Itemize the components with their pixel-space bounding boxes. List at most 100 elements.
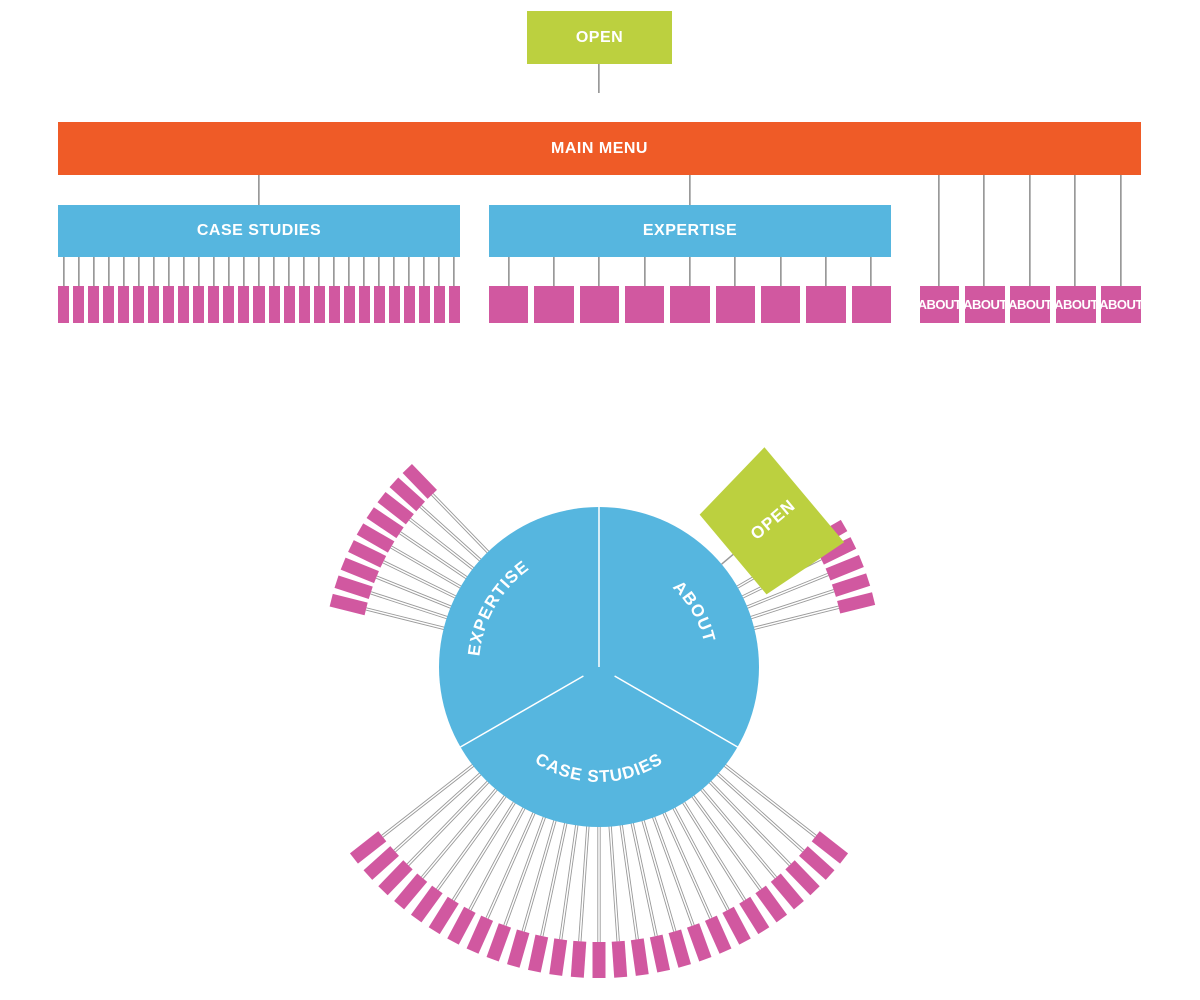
about-leaf[interactable]: ABOUT <box>917 286 962 323</box>
case-studies-leaf[interactable] <box>349 831 387 864</box>
leaf-node[interactable] <box>148 286 160 323</box>
leaf-node[interactable] <box>268 286 280 323</box>
leaf-connector <box>438 257 441 286</box>
leaf-node[interactable] <box>433 286 445 323</box>
leaf-node[interactable] <box>313 286 325 323</box>
case-studies-leaf[interactable] <box>799 846 835 880</box>
about-leaf[interactable] <box>837 592 876 614</box>
leaf-node[interactable] <box>253 286 265 323</box>
case-studies-leaf[interactable] <box>611 940 628 978</box>
case-studies-leaf[interactable] <box>811 831 849 864</box>
about-leaf[interactable] <box>831 573 871 597</box>
case-studies-leaf[interactable] <box>447 906 476 945</box>
leaf-node[interactable] <box>851 286 891 323</box>
expertise-leaf[interactable] <box>366 507 404 539</box>
connector-about <box>1074 175 1076 286</box>
case-studies-leaf[interactable] <box>755 885 788 923</box>
leaf-connector <box>689 257 691 286</box>
open-node[interactable]: OPEN <box>527 11 672 64</box>
leaf-node[interactable] <box>343 286 355 323</box>
case-studies-node[interactable]: CASE STUDIES <box>58 205 460 257</box>
expertise-leaf[interactable] <box>334 575 373 600</box>
leaf-node[interactable] <box>806 286 846 323</box>
case-studies-leaf[interactable] <box>592 942 606 978</box>
case-studies-connector <box>631 818 658 936</box>
leaf-node[interactable] <box>534 286 574 323</box>
case-studies-leaf[interactable] <box>363 846 399 880</box>
about-leaf[interactable]: ABOUT <box>963 286 1007 323</box>
expertise-leaf[interactable] <box>377 491 414 525</box>
case-studies-leaf[interactable] <box>722 906 751 945</box>
leaf-node[interactable] <box>73 286 85 323</box>
case-studies-connector <box>690 791 762 890</box>
about-leaf-label: ABOUT <box>917 297 962 312</box>
expertise-leaf[interactable] <box>329 593 368 616</box>
case-studies-leaf[interactable] <box>378 860 413 896</box>
case-studies-leaf[interactable] <box>466 915 494 954</box>
radial-open-node[interactable]: OPEN <box>699 447 845 595</box>
leaf-node[interactable] <box>373 286 385 323</box>
expertise-leaf[interactable] <box>348 540 387 568</box>
leaf-node[interactable] <box>403 286 415 323</box>
case-studies-leaf[interactable] <box>668 929 691 968</box>
case-studies-leaf[interactable] <box>704 915 732 954</box>
case-studies-leaf[interactable] <box>785 860 820 896</box>
main-menu-node[interactable]: MAIN MENU <box>58 122 1141 175</box>
case-studies-leaf[interactable] <box>486 923 512 962</box>
leaf-node[interactable] <box>625 286 665 323</box>
leaf-node[interactable] <box>448 286 460 323</box>
leaf-node[interactable] <box>489 286 529 323</box>
leaf-node[interactable] <box>133 286 145 323</box>
leaf-node[interactable] <box>238 286 250 323</box>
case-studies-leaf[interactable] <box>570 940 587 978</box>
leaf-node[interactable] <box>283 286 295 323</box>
case-studies-leaf[interactable] <box>739 896 770 935</box>
expertise-leaf[interactable] <box>389 477 425 512</box>
case-studies-leaf[interactable] <box>630 938 649 976</box>
radial-open-shape[interactable] <box>699 447 845 595</box>
about-leaf[interactable]: ABOUT <box>1099 286 1143 323</box>
case-studies-leaf[interactable] <box>549 938 568 976</box>
case-studies-leaf[interactable] <box>649 934 671 973</box>
about-leaf[interactable]: ABOUT <box>1008 286 1052 323</box>
expertise-leaf[interactable] <box>402 463 437 499</box>
case-studies-leaf[interactable] <box>394 873 428 910</box>
leaf-node[interactable] <box>418 286 430 323</box>
leaf-node[interactable] <box>715 286 755 323</box>
leaf-node[interactable] <box>118 286 130 323</box>
about-leaf[interactable] <box>818 537 857 565</box>
leaf-node[interactable] <box>298 286 310 323</box>
case-studies-leaf[interactable] <box>428 896 459 935</box>
leaf-connector <box>423 257 426 286</box>
leaf-node[interactable] <box>178 286 190 323</box>
case-studies-connector <box>618 820 637 940</box>
expertise-leaf[interactable] <box>340 557 379 584</box>
case-studies-leaf[interactable] <box>770 873 804 910</box>
leaf-node[interactable] <box>388 286 400 323</box>
leaf-node[interactable] <box>223 286 235 323</box>
leaf-node[interactable] <box>103 286 115 323</box>
leaf-node[interactable] <box>670 286 710 323</box>
expertise-leaf[interactable] <box>356 523 395 553</box>
case-studies-connector <box>610 821 620 942</box>
case-studies-leaf[interactable] <box>410 885 443 923</box>
case-studies-connector <box>713 771 803 853</box>
leaf-node[interactable] <box>193 286 205 323</box>
case-studies-leaf[interactable] <box>686 923 712 962</box>
leaf-node[interactable] <box>328 286 340 323</box>
case-studies-leaf[interactable] <box>527 934 549 973</box>
leaf-node[interactable] <box>579 286 619 323</box>
expertise-connector <box>400 531 472 580</box>
leaf-node[interactable] <box>358 286 370 323</box>
case-studies-connector <box>688 792 761 891</box>
leaf-node[interactable] <box>163 286 175 323</box>
case-studies-leaf[interactable] <box>507 929 530 968</box>
leaf-node[interactable] <box>88 286 100 323</box>
leaf-node[interactable] <box>761 286 801 323</box>
about-leaf[interactable]: ABOUT <box>1054 286 1098 323</box>
expertise-node[interactable]: EXPERTISE <box>489 205 891 257</box>
leaf-node[interactable] <box>208 286 220 323</box>
about-leaf[interactable] <box>825 554 864 581</box>
leaf-connector <box>598 257 601 286</box>
leaf-node[interactable] <box>58 286 70 323</box>
